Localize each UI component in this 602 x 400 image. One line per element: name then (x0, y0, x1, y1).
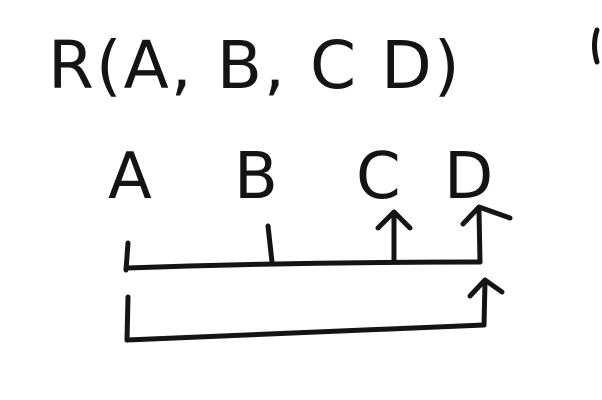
attribute-c: C (356, 140, 401, 214)
dependency-1-arrow-shaft-d (476, 207, 483, 265)
dependency-2-arrowhead-d (467, 277, 505, 299)
dependency-a-to-d (124, 277, 505, 343)
dependency-ab-to-cd (123, 204, 513, 273)
attribute-d: D (444, 140, 493, 214)
cropped-ink-stroke (592, 27, 600, 65)
dependency-1-bracket-line (123, 259, 483, 271)
dependency-2-bracket-line (124, 322, 487, 343)
attribute-b: B (234, 140, 278, 214)
dependency-2-arrow-shaft-d (481, 279, 488, 328)
dependency-1-arrowhead-c (375, 209, 413, 231)
dependency-2-source-tick-a (124, 294, 131, 343)
relation-schema: R(A, B, C D) (48, 27, 462, 104)
attribute-a: A (108, 140, 152, 214)
dependency-1-source-tick-b (265, 223, 275, 265)
dependency-1-arrowhead-d (460, 204, 513, 227)
